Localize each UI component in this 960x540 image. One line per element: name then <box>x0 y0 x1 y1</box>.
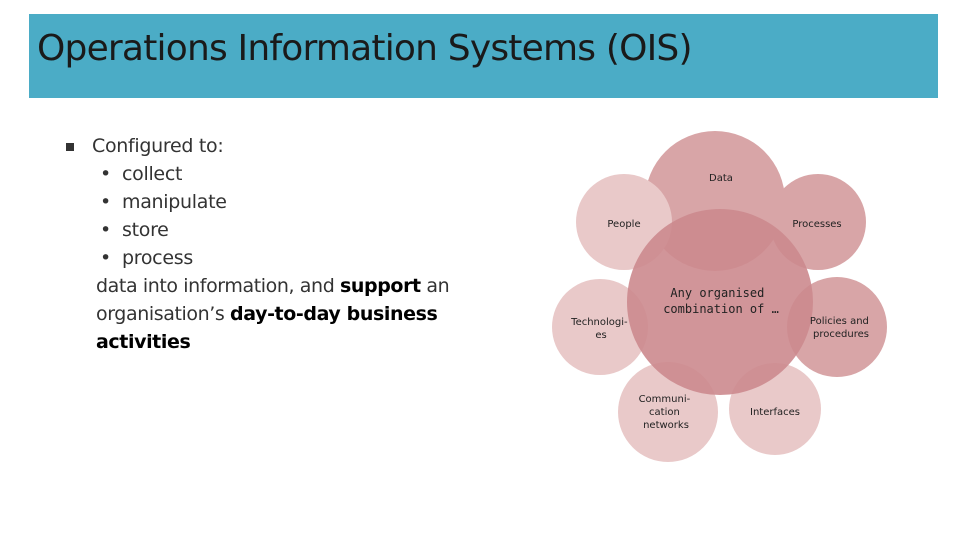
node-networks-label: Communi- cation networks <box>639 394 694 431</box>
summary-text: data into information, and support an or… <box>62 272 502 356</box>
center-circle <box>627 209 813 395</box>
node-data-label: Data <box>709 173 733 184</box>
node-policies-label: Policies and procedures <box>810 316 872 340</box>
list-item: • collect <box>62 160 502 188</box>
square-bullet-icon <box>66 143 74 151</box>
bullet-dot-icon: • <box>100 219 111 241</box>
summary-bold-activities: day-to-day business activities <box>96 303 438 353</box>
list-item-text: store <box>122 219 169 241</box>
list-item: • process <box>62 244 502 272</box>
node-technologies-label: Technologi- es <box>570 317 631 341</box>
list-item-text: collect <box>122 163 183 185</box>
summary-pre: data into information, and <box>96 275 340 297</box>
list-item: • manipulate <box>62 188 502 216</box>
sub-bullet-list: • collect • manipulate • store • process <box>62 160 502 272</box>
summary-bold-support: support <box>340 275 421 297</box>
bullet-dot-icon: • <box>100 163 111 185</box>
center-label: Any organised combination of … <box>663 286 779 316</box>
intro-bullet: Configured to: <box>62 132 502 160</box>
node-technologies <box>552 279 648 375</box>
page-title: Operations Information Systems (OIS) <box>37 28 693 69</box>
list-item: • store <box>62 216 502 244</box>
list-item-text: process <box>122 247 193 269</box>
content-block: Configured to: • collect • manipulate • sto… <box>62 132 502 356</box>
intro-text: Configured to: <box>92 135 224 157</box>
list-item-text: manipulate <box>122 191 227 213</box>
node-interfaces-label: Interfaces <box>750 407 800 418</box>
node-people-label: People <box>607 219 640 230</box>
title-bar: Operations Information Systems (OIS) <box>29 14 938 98</box>
bullet-dot-icon: • <box>100 191 111 213</box>
bullet-dot-icon: • <box>100 247 111 269</box>
summary-mid: an organisation’s <box>96 275 450 325</box>
node-processes-label: Processes <box>792 219 841 230</box>
